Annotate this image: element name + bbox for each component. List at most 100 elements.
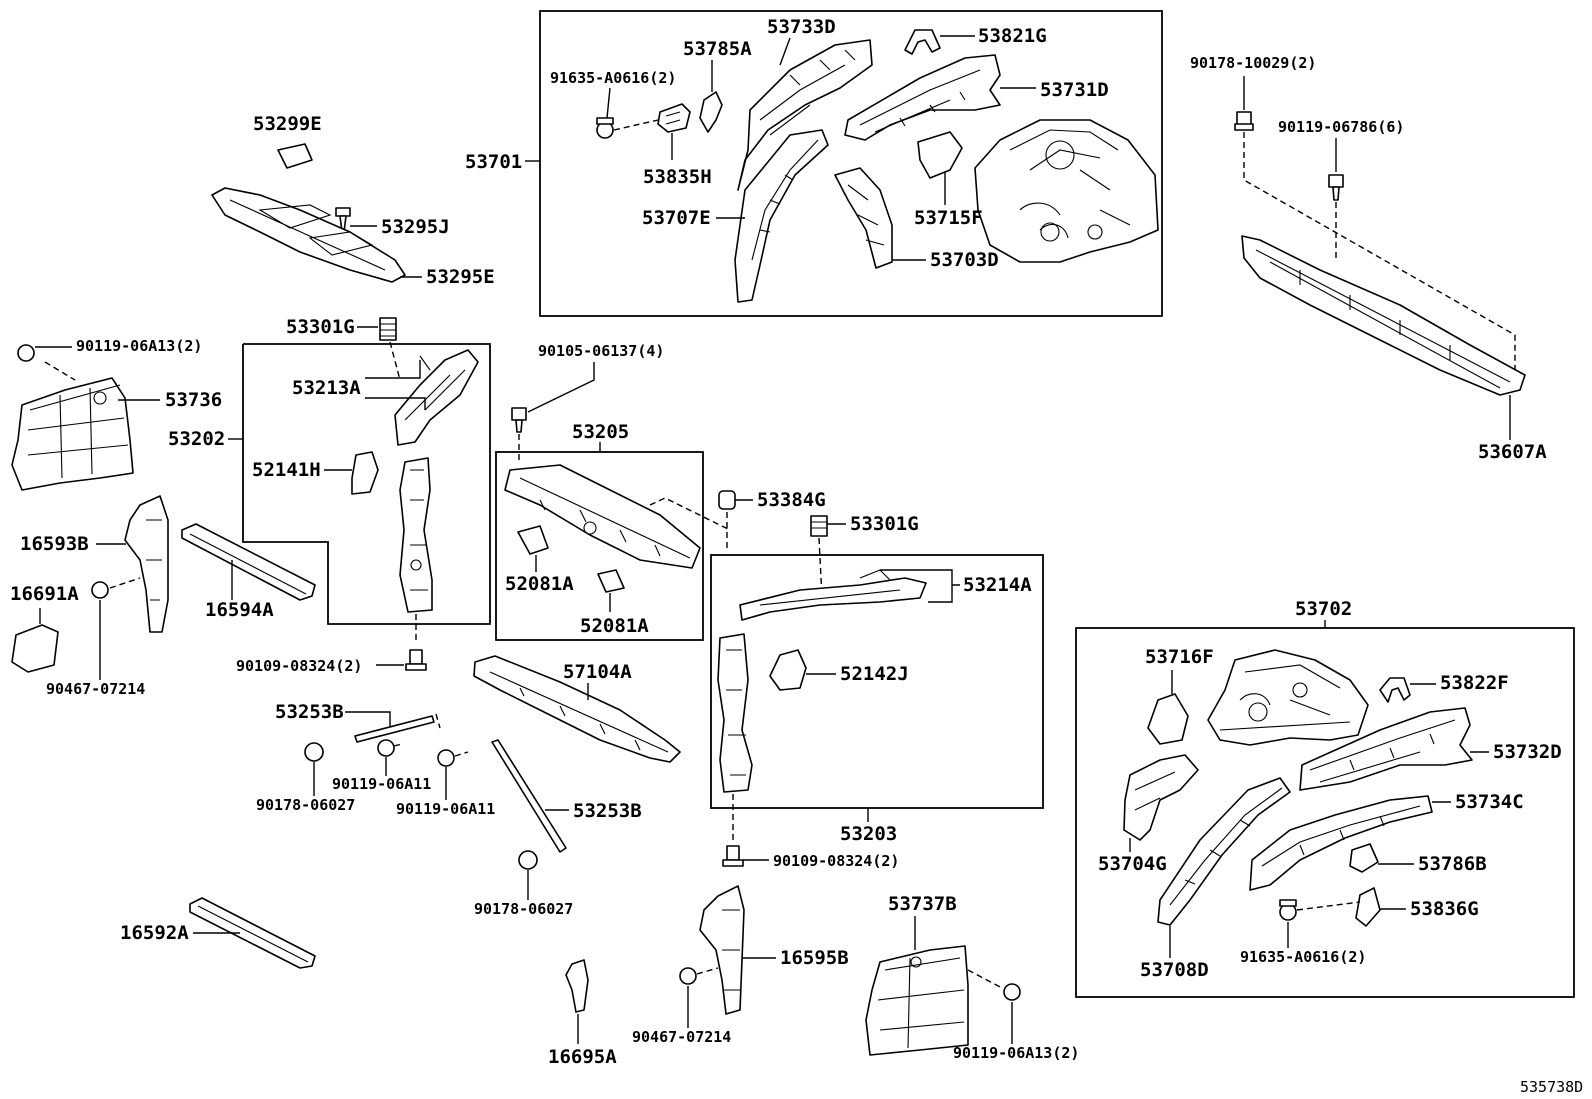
part-57104A xyxy=(473,655,681,763)
part-53707E xyxy=(734,129,829,303)
part-52142J xyxy=(769,649,807,691)
label-53205: 53205 xyxy=(572,421,629,443)
part-53213A xyxy=(394,349,479,446)
part-53295E xyxy=(211,187,406,283)
part-53205-support xyxy=(504,464,701,569)
bolt-90105-06137 xyxy=(511,407,527,433)
part-53702-apron xyxy=(1207,649,1369,746)
bolt-90109-right xyxy=(722,845,744,867)
label-52141H: 52141H xyxy=(252,459,321,481)
label-53731D: 53731D xyxy=(1040,79,1109,101)
label-53737B: 53737B xyxy=(888,893,957,915)
label-90119-06A11-a: 90119-06A11 xyxy=(332,775,431,793)
cap-53301G-b xyxy=(810,515,828,537)
part-53731D xyxy=(844,54,1001,141)
label-53715F: 53715F xyxy=(914,207,983,229)
label-90178-10029: 90178-10029(2) xyxy=(1190,54,1316,72)
label-16594A: 16594A xyxy=(205,599,274,621)
part-53203-post xyxy=(717,633,753,793)
part-16695A xyxy=(565,959,589,1013)
bolt-91635-top xyxy=(596,117,614,139)
part-53734C xyxy=(1249,795,1433,891)
label-53707E: 53707E xyxy=(642,207,711,229)
part-53253B-b xyxy=(491,739,567,853)
label-90119-06786: 90119-06786(6) xyxy=(1278,118,1404,136)
label-91635-top: 91635-A0616(2) xyxy=(550,69,676,87)
label-53202: 53202 xyxy=(168,428,225,450)
label-53384G: 53384G xyxy=(757,489,826,511)
label-53295J: 53295J xyxy=(381,216,450,238)
group-box-53203 xyxy=(710,554,1044,809)
part-53835H xyxy=(657,103,691,133)
part-53821G xyxy=(904,29,941,55)
part-52081A-b xyxy=(597,569,625,593)
bolt-90119-06786 xyxy=(1328,174,1344,201)
label-90467-left: 90467-07214 xyxy=(46,680,145,698)
bolt-90119-06A11-a xyxy=(377,739,395,757)
part-53704G xyxy=(1123,754,1199,841)
cap-53384G xyxy=(718,490,736,510)
part-53732D xyxy=(1299,707,1473,791)
label-90119-06A13-bottom: 90119-06A13(2) xyxy=(953,1044,1079,1062)
label-53836G: 53836G xyxy=(1410,898,1479,920)
bolt-90119-06A11-b xyxy=(437,749,455,767)
part-53715F xyxy=(917,131,963,179)
part-16594A xyxy=(181,523,316,601)
label-52142J: 52142J xyxy=(840,663,909,685)
part-53202-post xyxy=(399,457,433,613)
label-53703D: 53703D xyxy=(930,249,999,271)
bolt-90119-06A13-top xyxy=(17,344,35,362)
label-53203: 53203 xyxy=(840,823,897,845)
bolt-90467-right xyxy=(679,967,697,985)
label-53213A: 53213A xyxy=(292,377,361,399)
label-53734C: 53734C xyxy=(1455,791,1524,813)
part-16592A xyxy=(189,897,316,969)
group-box-53202 xyxy=(242,343,491,625)
label-53301G-b: 53301G xyxy=(850,513,919,535)
bolt-90119-06A13-bottom xyxy=(1003,983,1021,1001)
label-16691A: 16691A xyxy=(10,583,79,605)
label-90119-06A11-b: 90119-06A11 xyxy=(396,800,495,818)
label-53214A: 53214A xyxy=(963,574,1032,596)
label-53785A: 53785A xyxy=(683,38,752,60)
part-53785A xyxy=(699,91,723,133)
part-apron-assembly xyxy=(974,119,1159,263)
label-53299E: 53299E xyxy=(253,113,322,135)
label-52081A-a: 52081A xyxy=(505,573,574,595)
label-53295E: 53295E xyxy=(426,266,495,288)
group-box-53701 xyxy=(539,10,1163,317)
part-16691A xyxy=(11,624,59,673)
part-53299E xyxy=(277,143,313,169)
label-16695A: 16695A xyxy=(548,1046,617,1068)
part-53703D xyxy=(834,167,893,269)
label-57104A: 57104A xyxy=(563,661,632,683)
label-53704G: 53704G xyxy=(1098,853,1167,875)
part-53214A xyxy=(739,569,927,621)
part-53733D xyxy=(737,39,873,191)
part-53253B-a xyxy=(354,715,435,743)
bolt-90109-left xyxy=(405,649,427,671)
label-53708D: 53708D xyxy=(1140,959,1209,981)
cap-53301G-a xyxy=(379,317,397,341)
part-53736 xyxy=(11,377,134,491)
label-90109-left: 90109-08324(2) xyxy=(236,657,362,675)
label-53702: 53702 xyxy=(1295,598,1352,620)
label-53736: 53736 xyxy=(165,389,222,411)
label-16595B: 16595B xyxy=(780,947,849,969)
label-53732D: 53732D xyxy=(1493,741,1562,763)
label-90467-right: 90467-07214 xyxy=(632,1028,731,1046)
label-90178-06027-b: 90178-06027 xyxy=(474,900,573,918)
part-53786B xyxy=(1349,843,1379,873)
part-53708D xyxy=(1157,777,1291,926)
part-52141H xyxy=(351,451,379,495)
part-53716F xyxy=(1147,693,1189,745)
part-53836G xyxy=(1355,887,1381,927)
nut-90178-06027-b xyxy=(518,850,538,870)
label-16592A: 16592A xyxy=(120,922,189,944)
label-53786B: 53786B xyxy=(1418,853,1487,875)
part-16593B xyxy=(124,495,169,633)
label-53822F: 53822F xyxy=(1440,672,1509,694)
label-90105-06137: 90105-06137(4) xyxy=(538,342,664,360)
label-52081A-b: 52081A xyxy=(580,615,649,637)
label-53607A: 53607A xyxy=(1478,441,1547,463)
